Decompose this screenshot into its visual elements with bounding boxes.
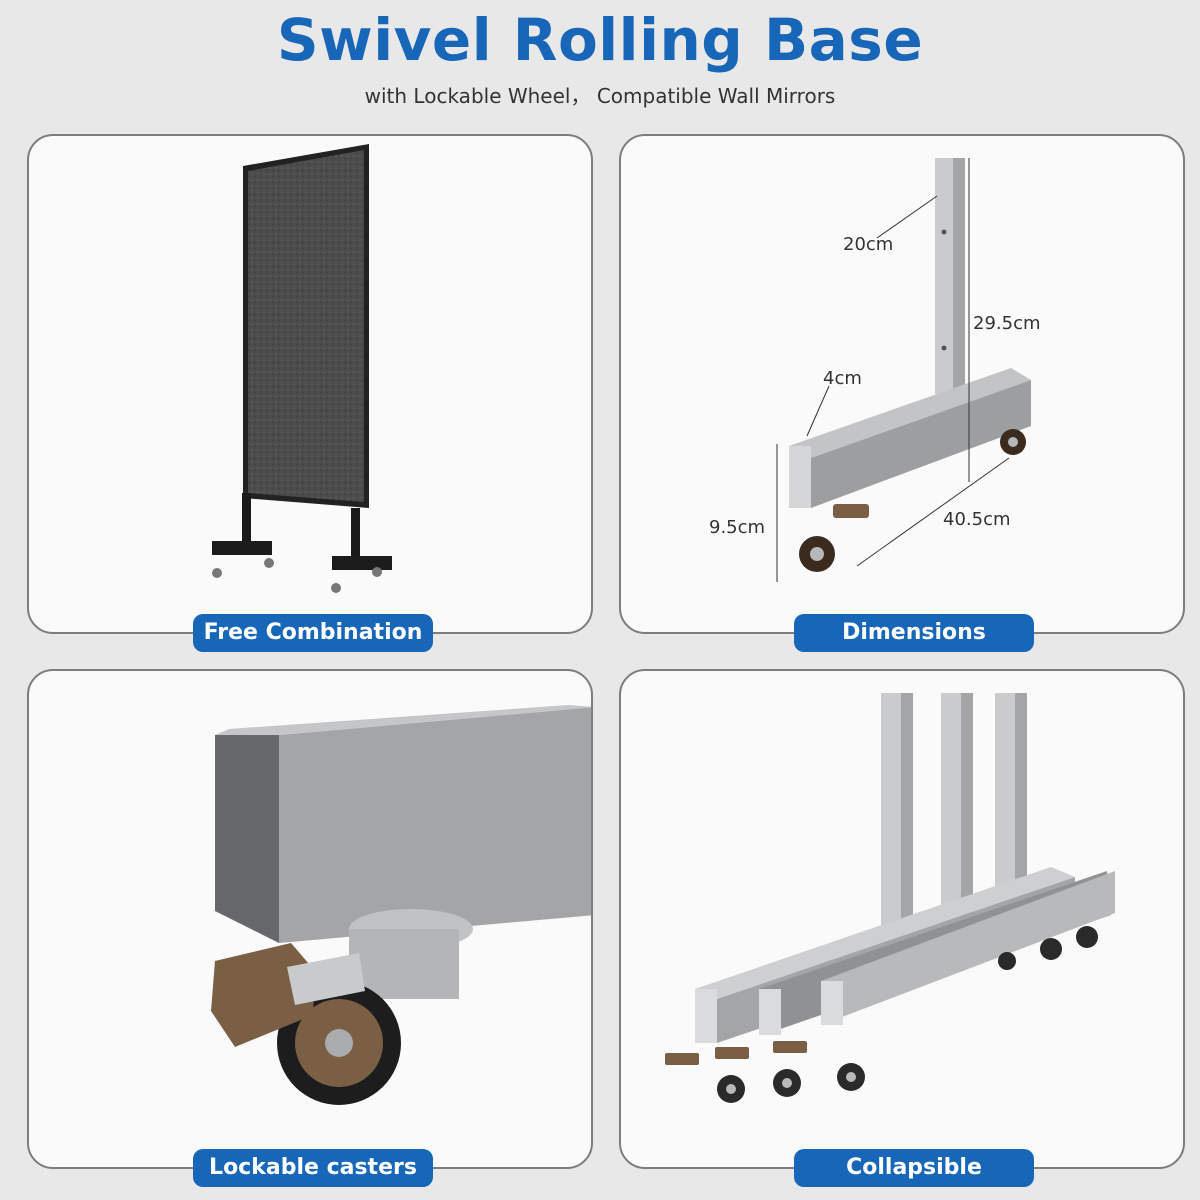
page-subtitle: with Lockable Wheel， Compatible Wall Mir… (364, 84, 836, 108)
panel-dimensions: 20cm 29.5cm 4cm 9.5cm 40.5cm (619, 134, 1185, 634)
panel-collapsible (619, 669, 1185, 1169)
brake-pedal (715, 1047, 749, 1059)
panel-lockable-casters (27, 669, 593, 1169)
brake-pedal (773, 1041, 807, 1053)
base-dimensions-illustration: 20cm 29.5cm 4cm 9.5cm 40.5cm (709, 158, 1041, 582)
label-lockable-casters: Lockable casters (193, 1149, 433, 1187)
page-title: Swivel Rolling Base (276, 6, 924, 74)
dim-post-width: 20cm (843, 234, 893, 255)
panel-free-combination (27, 134, 593, 634)
dim-base-width: 4cm (823, 368, 862, 389)
stacked-bases-illustration (665, 693, 1115, 1103)
mirror-stand-illustration (212, 144, 392, 593)
dim-post-height: 29.5cm (973, 313, 1041, 334)
label-dimensions: Dimensions (794, 614, 1034, 652)
brake-pedal (833, 504, 869, 518)
dim-base-height: 9.5cm (709, 517, 765, 538)
label-collapsible: Collapsible (794, 1149, 1034, 1187)
caster-closeup-illustration (211, 705, 591, 1105)
label-free-combination: Free Combination (193, 614, 433, 652)
brake-pedal (665, 1053, 699, 1065)
dim-base-length: 40.5cm (943, 509, 1011, 530)
